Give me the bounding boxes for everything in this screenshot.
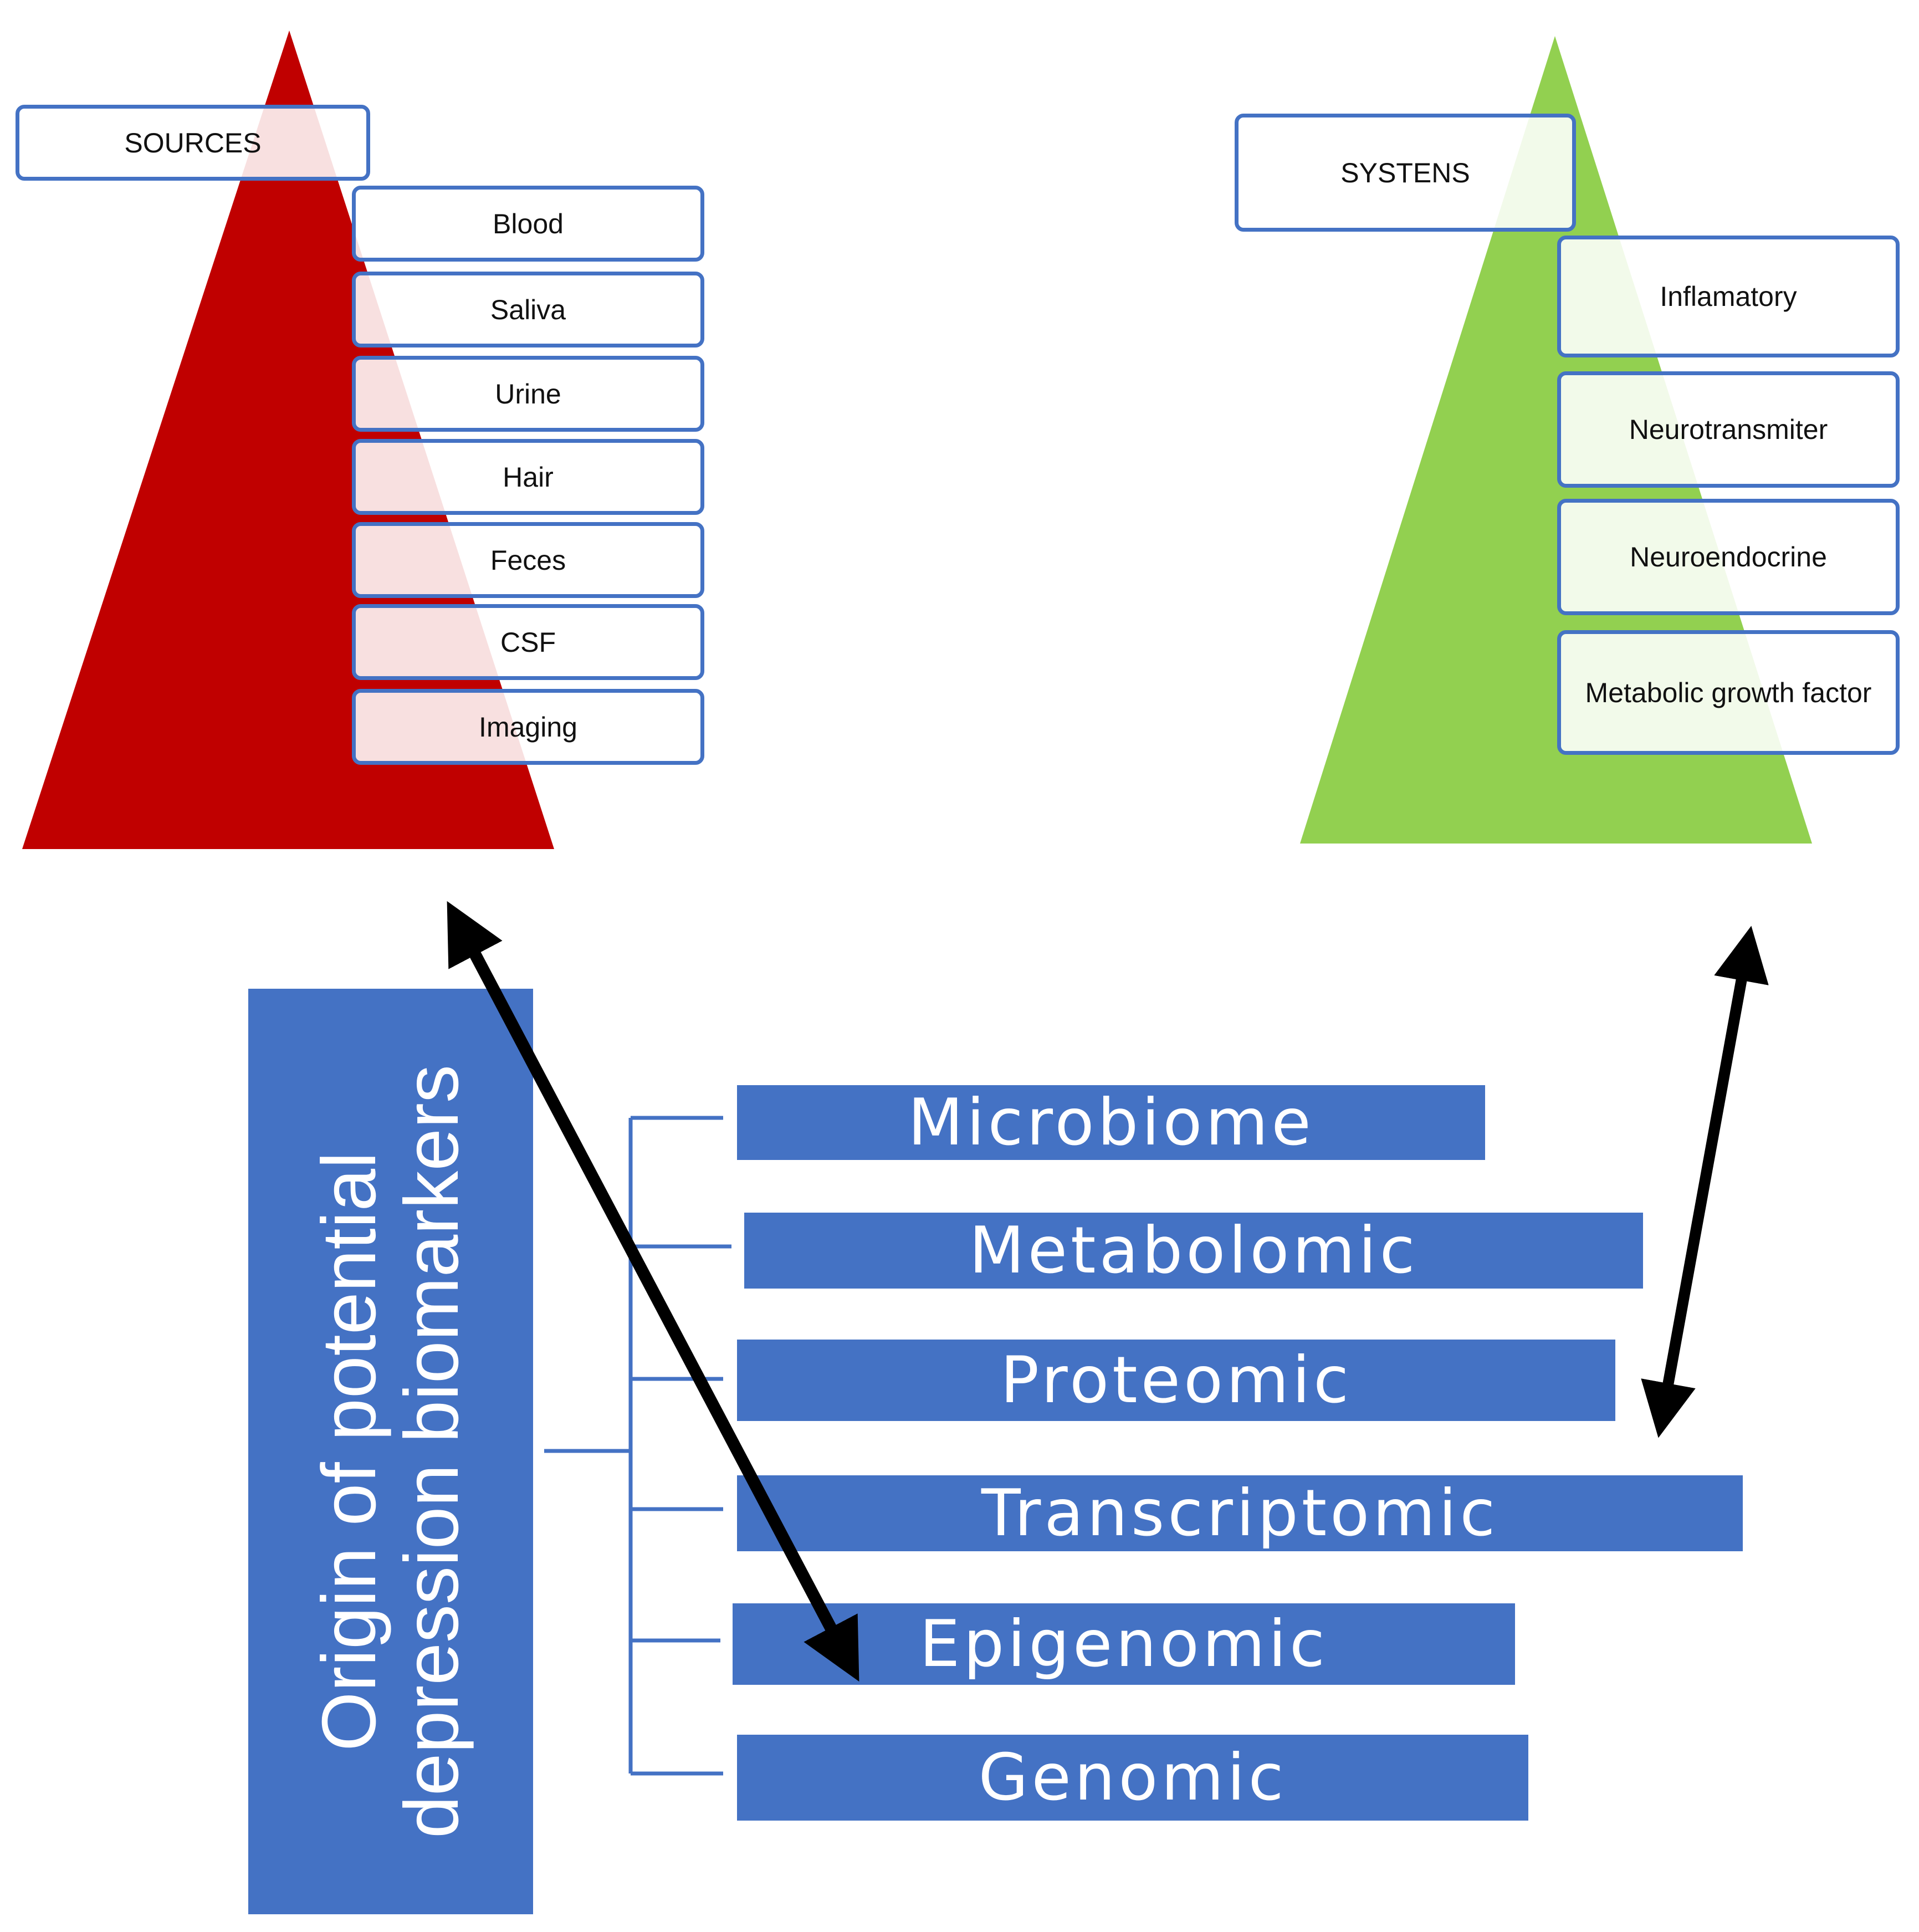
system-item-metabolic-growth-factor: Metabolic growth factor (1557, 630, 1900, 755)
omics-label: Genomic (978, 1740, 1287, 1815)
system-item-label: Metabolic growth factor (1585, 677, 1872, 708)
system-item-label: Neurotransmiter (1629, 414, 1828, 445)
omics-box-microbiome: Microbiome (737, 1085, 1485, 1160)
source-item-blood: Blood (352, 186, 704, 262)
omics-label: Microbiome (908, 1085, 1314, 1160)
source-item-label: Feces (490, 544, 566, 576)
origin-label-line-1: Origin of potential (306, 1152, 392, 1751)
systems-header-box: SYSTENS (1235, 114, 1576, 232)
source-item-feces: Feces (352, 522, 704, 598)
omics-box-epigenomic: Epigenomic (733, 1603, 1515, 1685)
source-item-label: Saliva (490, 294, 566, 325)
systems-header-label: SYSTENS (1340, 157, 1470, 188)
source-item-saliva: Saliva (352, 272, 704, 347)
sources-header-label: SOURCES (124, 127, 262, 159)
omics-box-proteomic: Proteomic (737, 1340, 1615, 1421)
source-item-label: Imaging (479, 711, 577, 743)
omics-box-metabolomic: Metabolomic (744, 1213, 1643, 1289)
omics-label: Proteomic (1000, 1343, 1352, 1418)
source-item-label: Blood (493, 208, 564, 239)
origin-label-box: Origin of potential depression biomarker… (248, 989, 533, 1914)
system-item-neuroendocrine: Neuroendocrine (1557, 499, 1900, 615)
system-item-neurotransmiter: Neurotransmiter (1557, 371, 1900, 488)
source-item-urine: Urine (352, 356, 704, 432)
omics-label: Epigenomic (919, 1607, 1328, 1681)
source-item-imaging: Imaging (352, 689, 704, 765)
origin-label-line-2: depression biomarkers (389, 1065, 474, 1838)
origin-label-text: Origin of potential depression biomarker… (258, 997, 524, 1906)
omics-tree-connector (544, 1116, 731, 1776)
sources-header-box: SOURCES (16, 105, 370, 181)
source-item-label: Urine (495, 378, 561, 410)
omics-label: Transcriptomic (981, 1476, 1499, 1551)
source-item-hair: Hair (352, 439, 704, 515)
source-item-label: CSF (500, 626, 556, 658)
omics-box-transcriptomic: Transcriptomic (737, 1475, 1743, 1551)
system-item-inflamatory: Inflamatory (1557, 236, 1900, 357)
omics-label: Metabolomic (969, 1213, 1419, 1288)
omics-box-genomic: Genomic (737, 1735, 1528, 1821)
source-item-label: Hair (503, 461, 554, 493)
system-item-label: Inflamatory (1660, 281, 1797, 312)
source-item-csf: CSF (352, 604, 704, 680)
system-item-label: Neuroendocrine (1630, 541, 1827, 573)
